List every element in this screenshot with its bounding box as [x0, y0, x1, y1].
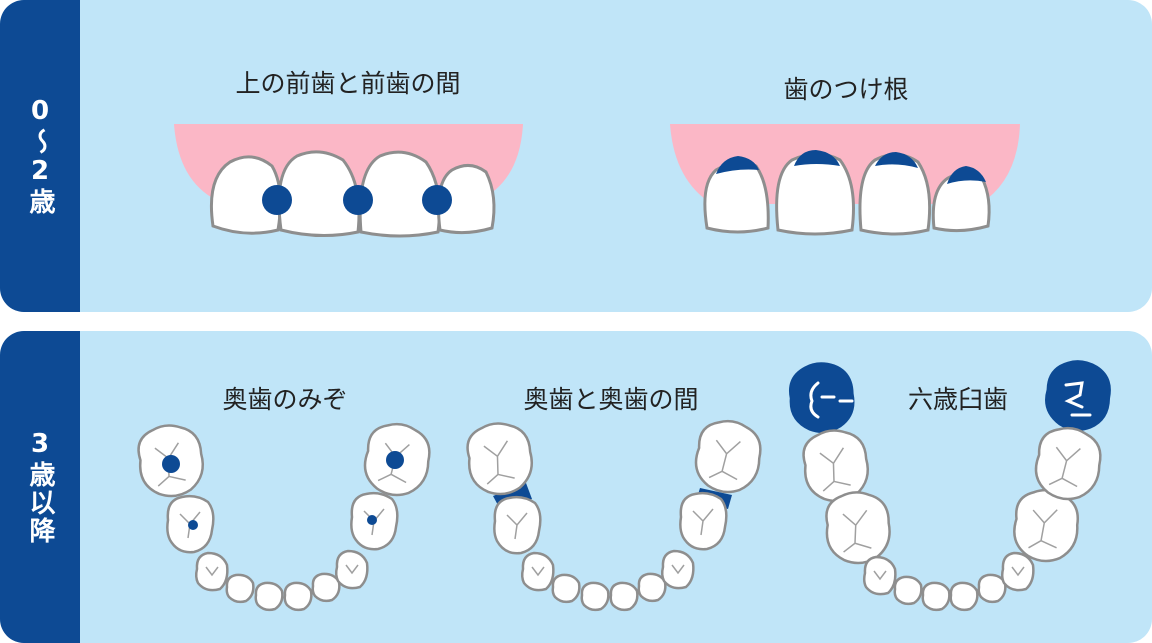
- root-spot: [947, 166, 986, 184]
- tooth: [858, 153, 932, 236]
- tooth-root-illustration: [670, 124, 1020, 236]
- label-molar-grooves: 奥歯のみぞ: [222, 385, 348, 414]
- molar-groove: [1064, 381, 1092, 417]
- tooth: [703, 161, 770, 234]
- groove-spot: [367, 515, 377, 525]
- child-teeth-illustration: [133, 357, 1114, 612]
- tooth: [775, 152, 855, 236]
- groove-spot: [188, 520, 198, 530]
- tooth: [209, 155, 282, 235]
- baby-teeth-illustration: [174, 124, 1020, 238]
- molar-grooves-arch: [133, 418, 435, 612]
- tooth: [931, 171, 991, 233]
- root-spot: [875, 152, 918, 168]
- label-tooth-root: 歯のつけ根: [783, 75, 909, 104]
- between-molars-arch: [462, 415, 766, 612]
- molar-groove: [809, 381, 854, 419]
- six-year-molar-arch: [785, 357, 1114, 612]
- tooth: [358, 150, 441, 238]
- root-spot: [716, 156, 759, 174]
- label-between-molars: 奥歯と奥歯の間: [523, 385, 699, 414]
- tooth: [277, 150, 361, 238]
- age-tab-3-plus: 3歳以降: [0, 331, 80, 643]
- label-six-year-molar: 六歳臼歯: [907, 385, 1009, 414]
- groove-spot: [386, 451, 404, 469]
- age-tab-0-2: 0〜2歳: [0, 0, 80, 312]
- age-label: 3歳以降: [25, 429, 55, 545]
- risk-spot: [343, 185, 373, 215]
- label-front-teeth-gap: 上の前歯と前歯の間: [235, 69, 461, 98]
- front-teeth-gap-illustration: [174, 124, 523, 238]
- tooth: [437, 164, 496, 235]
- risk-spot: [422, 185, 452, 215]
- root-spot: [794, 150, 840, 166]
- age-label: 0〜2歳: [25, 96, 55, 216]
- risk-spot: [262, 185, 292, 215]
- groove-spot: [162, 455, 180, 473]
- section-3-years-later: 3歳以降 奥歯のみぞ 奥歯と奥歯の間 六歳臼歯: [0, 331, 1152, 643]
- section-0-2-years: 0〜2歳 上の前歯と前歯の間 歯のつけ根: [0, 0, 1152, 312]
